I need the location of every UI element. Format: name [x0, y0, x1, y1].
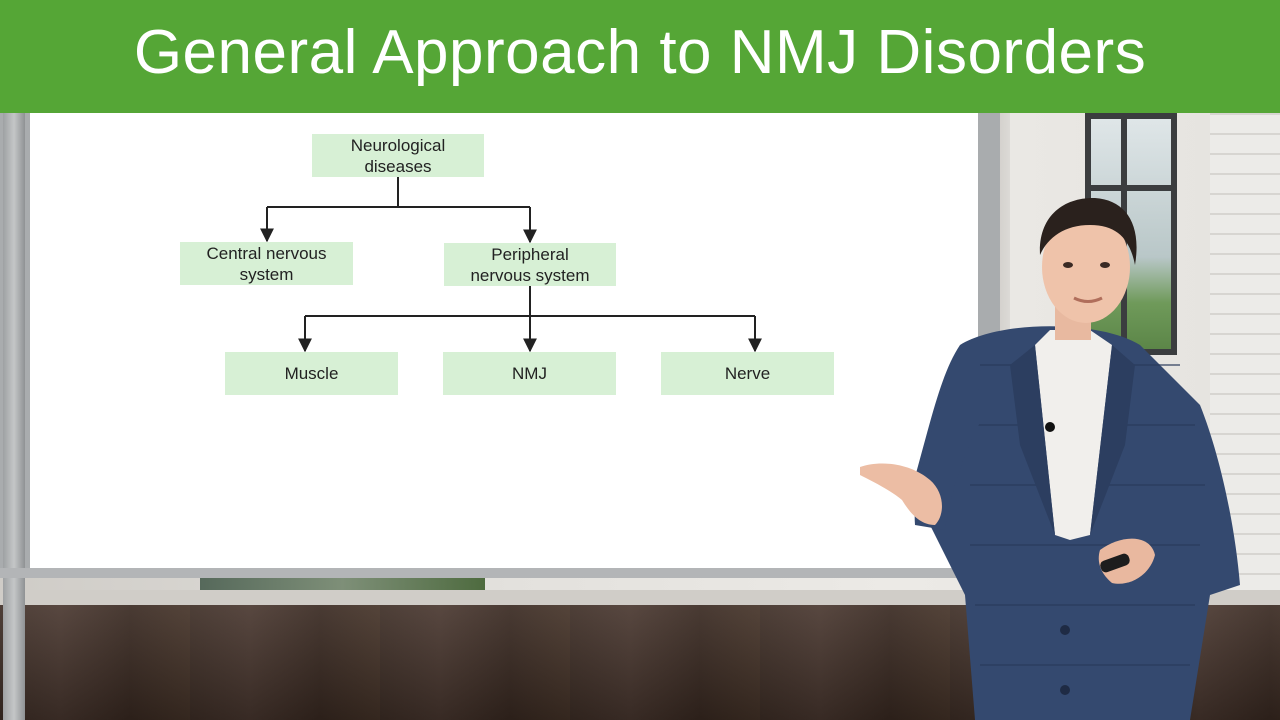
- clicker-icon: [1100, 553, 1130, 573]
- presenter-shirt: [1035, 330, 1112, 540]
- node-central-nervous-system: Central nervous system: [180, 242, 353, 285]
- presenter-head: [1042, 211, 1130, 323]
- window-transom: [1085, 185, 1177, 191]
- node-peripheral-nervous-system: Peripheral nervous system: [444, 243, 616, 286]
- whiteboard-stand-leg: [3, 108, 25, 720]
- presenter-hair: [1039, 197, 1137, 265]
- whiteboard-rail: [0, 568, 1000, 578]
- node-nmj: NMJ: [443, 352, 616, 395]
- slide-title: General Approach to NMJ Disorders: [133, 18, 1147, 87]
- whiteboard: [30, 113, 978, 568]
- node-nerve: Nerve: [661, 352, 834, 395]
- title-banner: General Approach to NMJ Disorders: [0, 0, 1280, 113]
- node-muscle: Muscle: [225, 352, 398, 395]
- node-neurological-diseases: Neurological diseases: [312, 134, 484, 177]
- presenter: [860, 197, 1240, 720]
- presenter-left-hand: [860, 463, 942, 525]
